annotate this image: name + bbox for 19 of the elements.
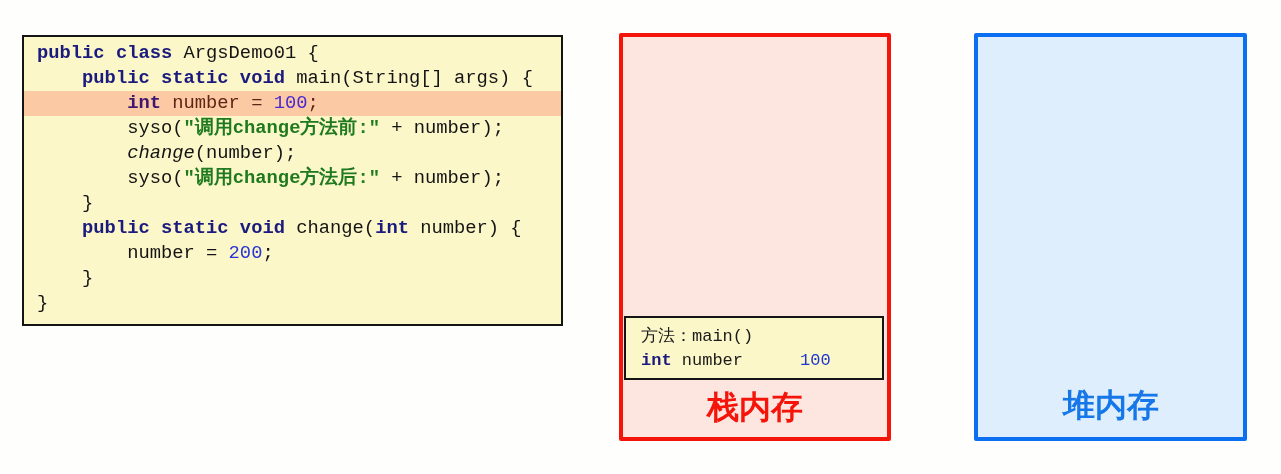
code-line: syso("调用change方法前:" + number); <box>127 116 504 141</box>
code-line: public class ArgsDemo01 { <box>37 41 319 66</box>
memory-box <box>619 33 891 441</box>
memory-label: 堆内存 <box>1062 385 1159 425</box>
code-box <box>22 35 563 326</box>
code-line: change(number); <box>127 141 297 166</box>
code-line: number = 200; <box>127 241 274 266</box>
memory-box <box>974 33 1247 441</box>
frame-box <box>624 316 884 380</box>
code-line: } <box>82 191 94 216</box>
frame-title: 方法：main() <box>641 326 754 348</box>
memory-label: 栈内存 <box>707 387 803 427</box>
code-line: } <box>37 291 49 316</box>
variable-name: int number <box>641 350 744 372</box>
code-line: public static void change(int number) { <box>82 216 522 241</box>
code-line: syso("调用change方法后:" + number); <box>127 166 504 191</box>
code-line: public static void main(String[] args) { <box>82 66 533 91</box>
variable-value: 100 <box>800 350 831 372</box>
code-line: } <box>82 266 94 291</box>
